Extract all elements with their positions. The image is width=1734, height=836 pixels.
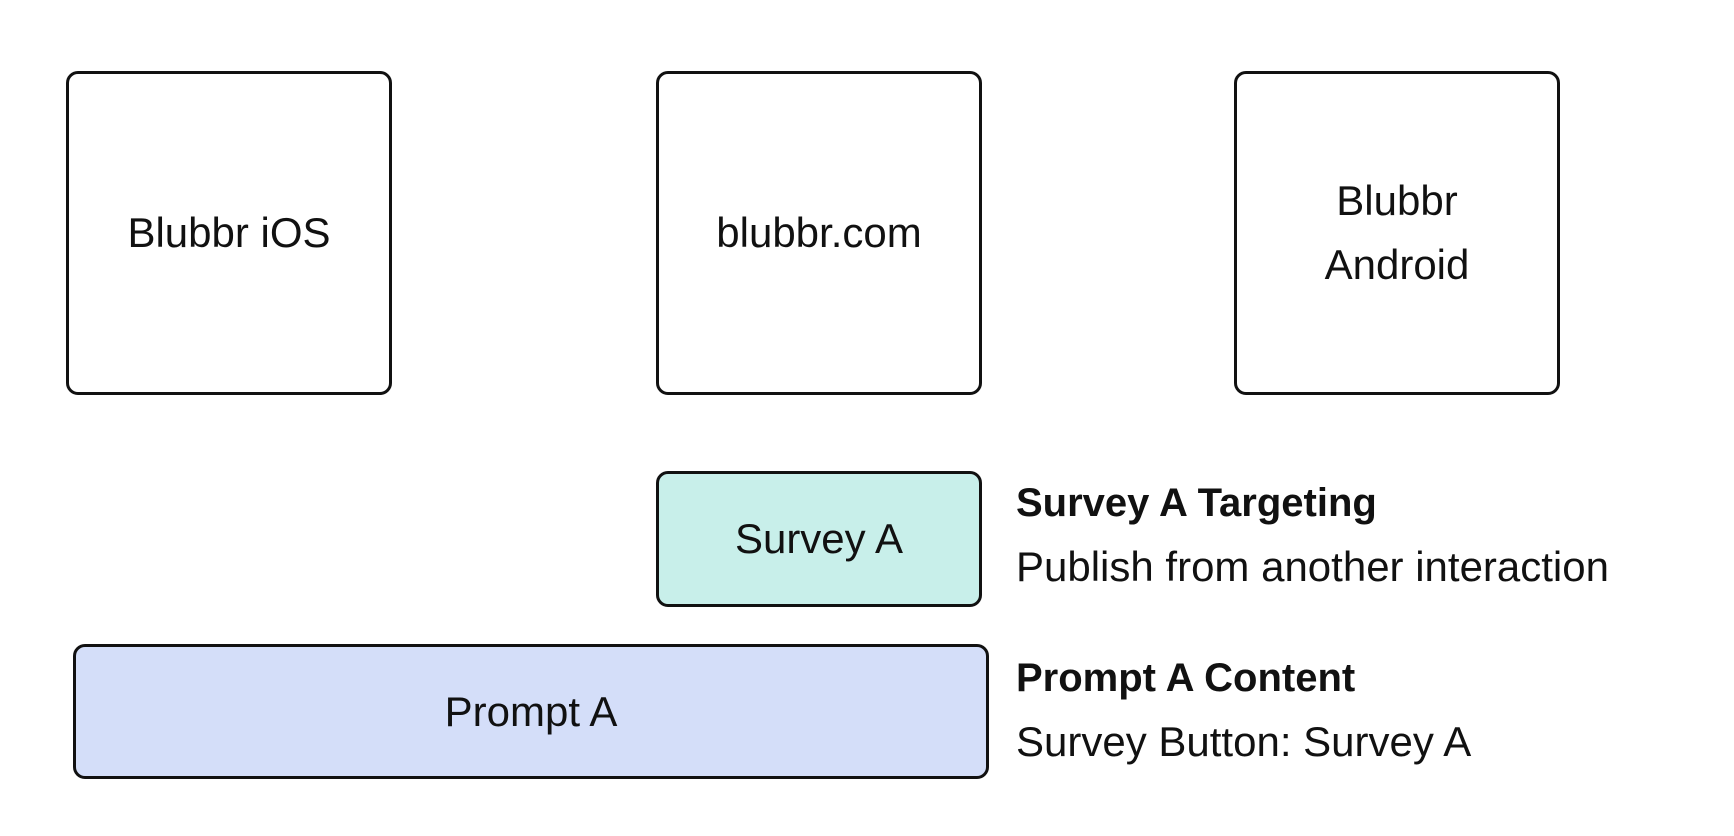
platform-box-ios: Blubbr iOS [66, 71, 392, 395]
survey-box: Survey A [656, 471, 982, 607]
prompt-content-title: Prompt A Content [1016, 656, 1356, 700]
platform-label-web: blubbr.com [716, 209, 922, 256]
platform-box-web: blubbr.com [656, 71, 982, 395]
survey-targeting-note: Survey A Targeting Publish from another … [1016, 478, 1609, 594]
survey-targeting-body: Publish from another interaction [1016, 543, 1609, 590]
prompt-content-note: Prompt A Content Survey Button: Survey A [1016, 653, 1471, 769]
platform-box-android: Blubbr Android [1234, 71, 1560, 395]
platform-label-ios: Blubbr iOS [127, 209, 331, 256]
survey-label: Survey A [734, 515, 904, 562]
prompt-label: Prompt A [444, 687, 618, 735]
prompt-box: Prompt A [73, 644, 989, 779]
prompt-content-body: Survey Button: Survey A [1016, 718, 1472, 765]
platform-label-android: Blubbr Android [1324, 177, 1470, 288]
survey-targeting-title: Survey A Targeting [1016, 481, 1377, 525]
